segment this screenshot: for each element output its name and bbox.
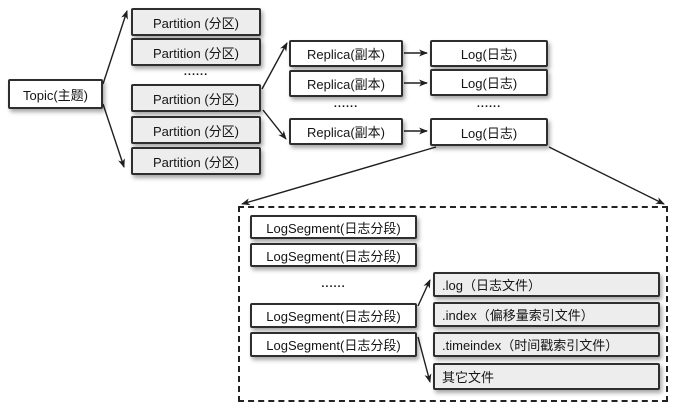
logs-ellipsis: ......: [476, 98, 502, 110]
log-detail-container: [238, 206, 668, 402]
log-segment-box-3: LogSegment(日志分段): [250, 303, 417, 328]
log-segment-box-1: LogSegment(日志分段): [250, 215, 417, 239]
log-box-1: Log(日志): [430, 40, 548, 67]
topic-box: Topic(主题): [8, 79, 103, 109]
log-segment-box-2: LogSegment(日志分段): [250, 243, 417, 267]
segments-ellipsis: ......: [321, 278, 346, 290]
replica-box-2: Replica(副本): [289, 70, 403, 97]
log-box-3: Log(日志): [430, 118, 548, 146]
arrow-log-to-segments-right: [548, 146, 665, 205]
partition-box-2: Partition (分区): [131, 38, 261, 66]
file-box-timeindex: .timeindex（时间戳索引文件）: [433, 332, 660, 357]
partition-box-4: Partition (分区): [131, 116, 261, 144]
partition-box-3: Partition (分区): [131, 84, 261, 112]
partition-box-5: Partition (分区): [131, 147, 261, 175]
replica-box-3: Replica(副本): [289, 118, 403, 145]
arrow-log-to-segments-left: [241, 146, 437, 206]
replica-box-1: Replica(副本): [289, 40, 403, 67]
arrow-topic-to-partition-1: [102, 10, 128, 85]
arrow-partition-to-replica-1: [261, 42, 288, 90]
partition-box-1: Partition (分区): [131, 8, 261, 36]
partitions-ellipsis: ......: [183, 66, 209, 78]
log-segment-box-4: LogSegment(日志分段): [250, 332, 417, 357]
replicas-ellipsis: ......: [333, 98, 359, 110]
file-box-other: 其它文件: [433, 363, 660, 390]
arrow-topic-to-partition-5: [102, 103, 125, 168]
arrow-partition-to-replica-3: [262, 109, 287, 140]
log-box-2: Log(日志): [430, 69, 548, 96]
file-box-log: .log（日志文件）: [433, 272, 660, 297]
file-box-index: .index（偏移量索引文件）: [433, 302, 660, 327]
